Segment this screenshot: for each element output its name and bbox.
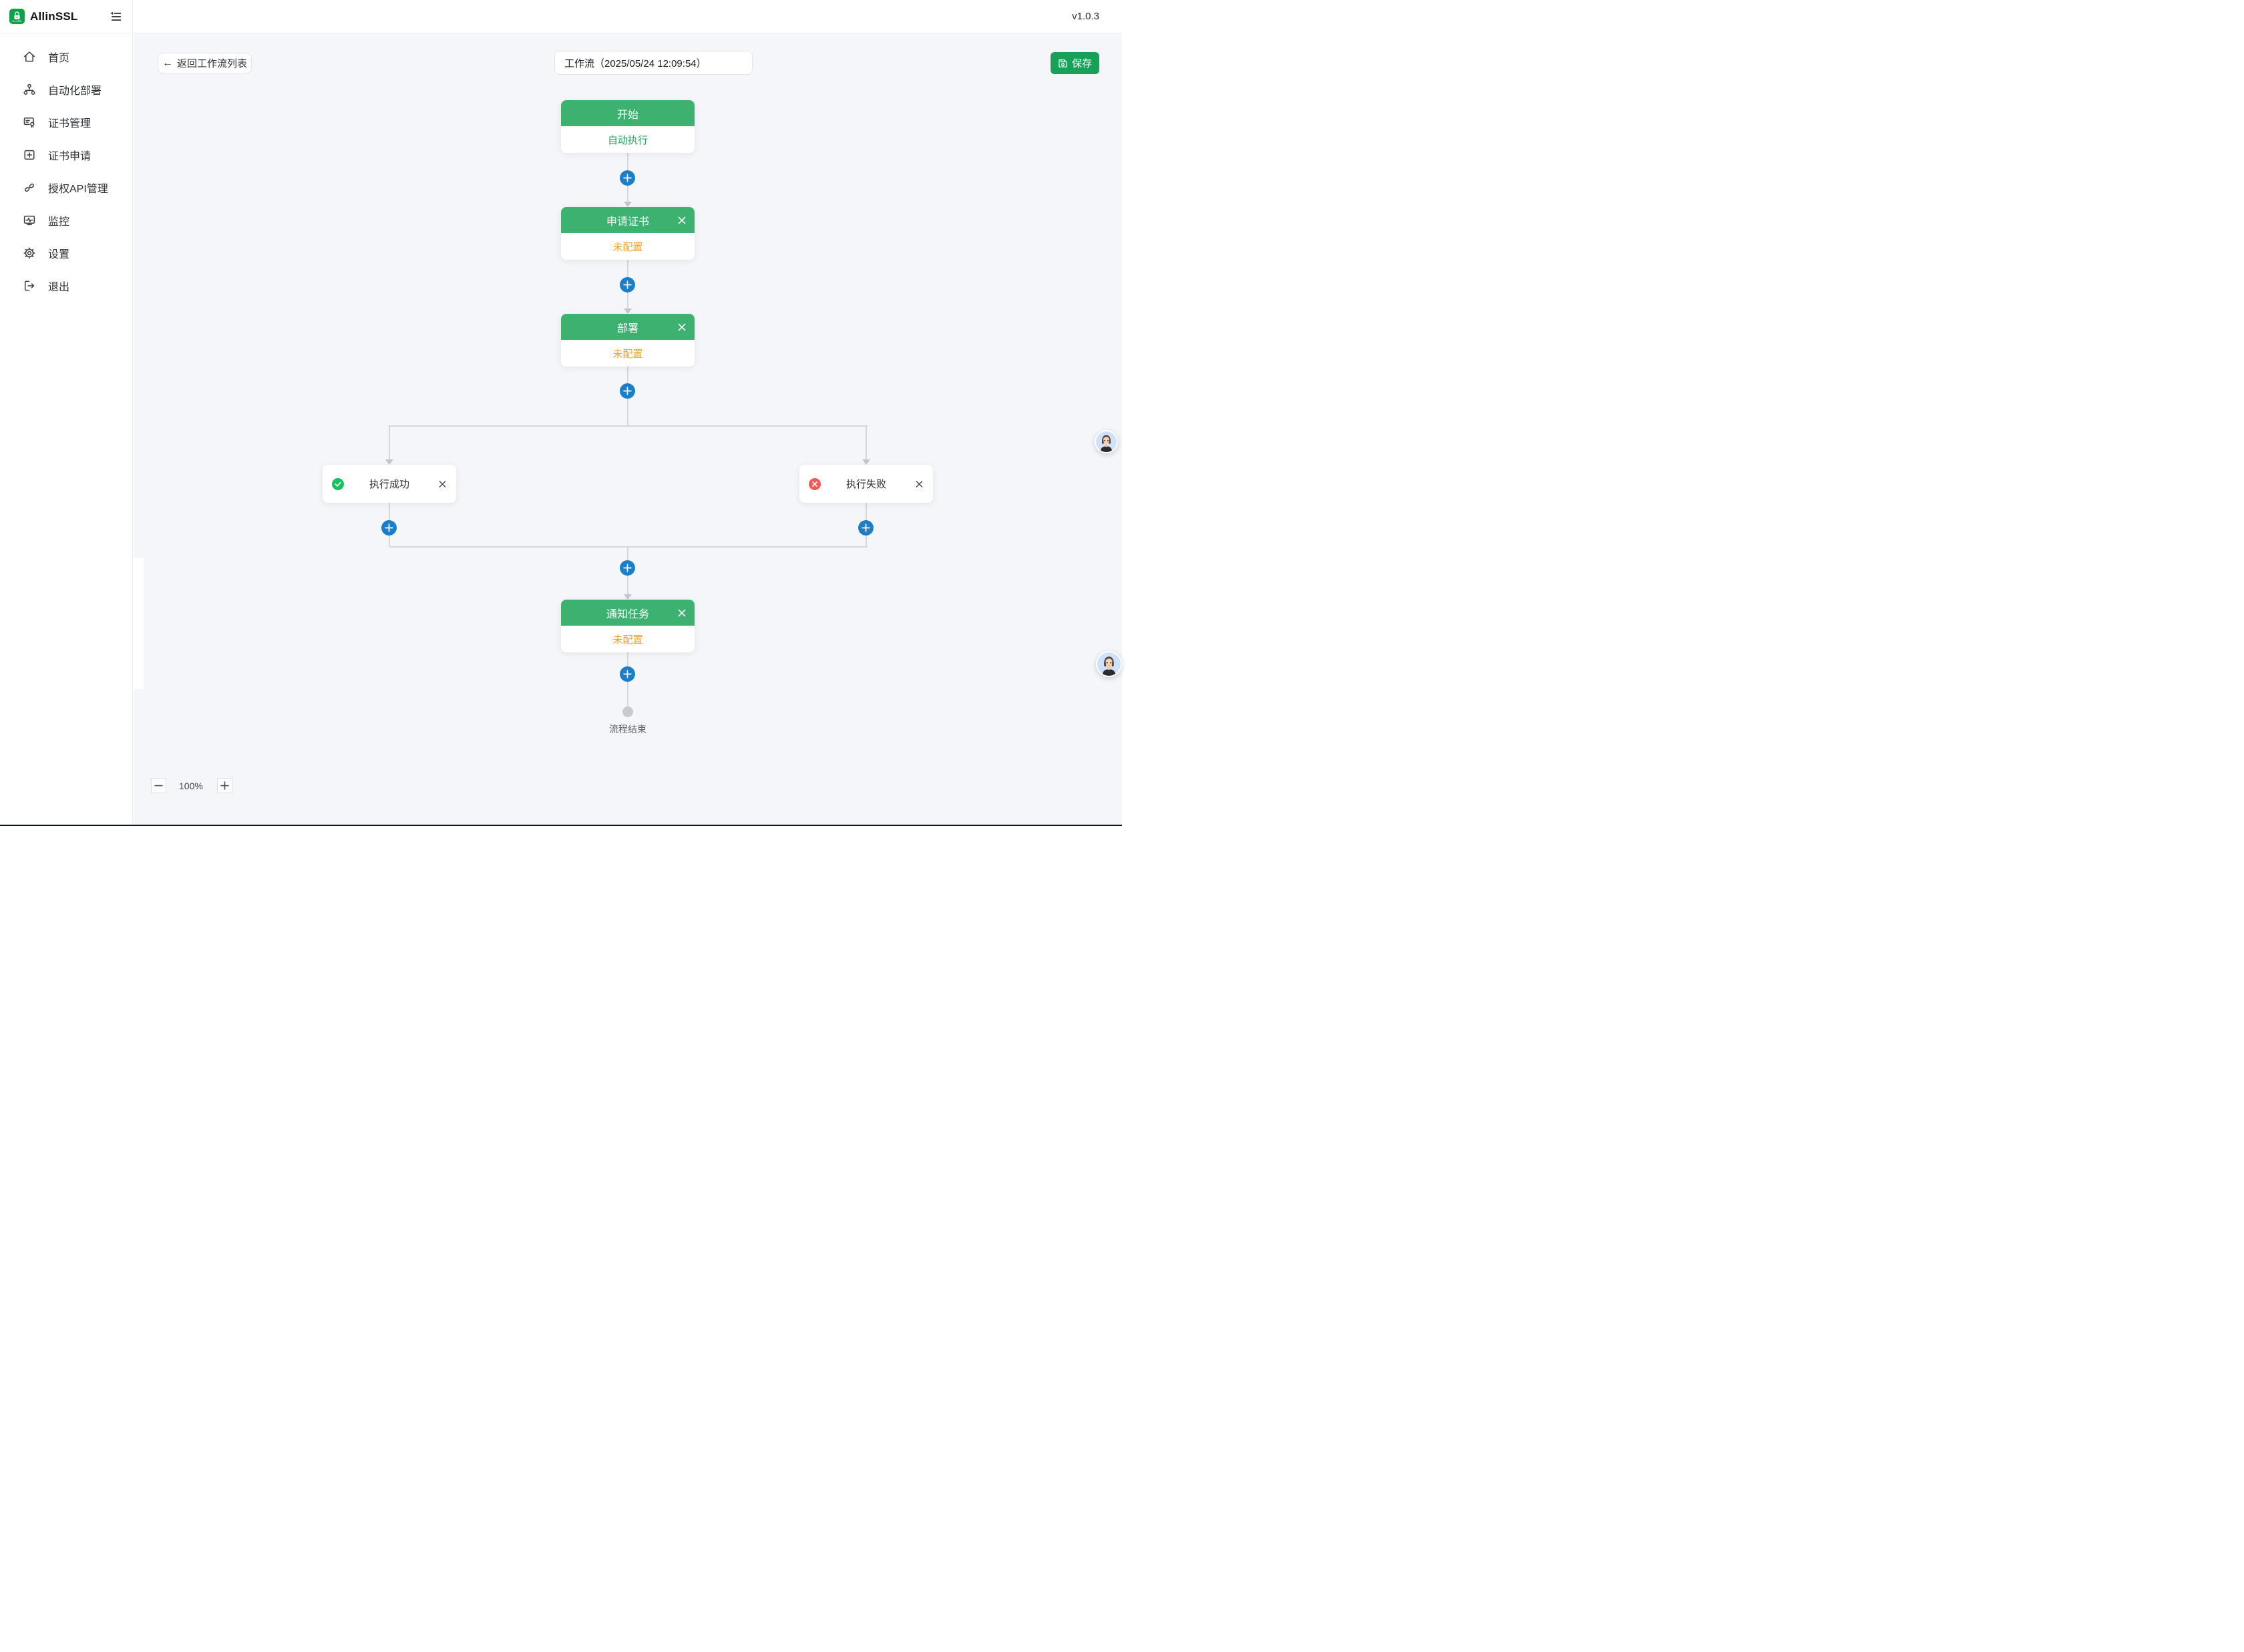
close-icon[interactable]: [677, 216, 687, 225]
flow-end-dot: [622, 706, 633, 717]
connector-line: [389, 425, 390, 459]
sidebar: ALLinSSL AllinSSL 首页: [0, 0, 133, 826]
branch-fail-label: 执行失败: [846, 479, 886, 490]
connector-arrow: [624, 594, 632, 600]
canvas-scrollbar[interactable]: [133, 558, 144, 689]
sidebar-item-home[interactable]: 首页: [0, 42, 132, 71]
flow-end-label: 流程结束: [609, 724, 646, 735]
notify-node[interactable]: 通知任务 未配置: [561, 600, 695, 652]
deploy-node[interactable]: 部署 未配置: [561, 314, 695, 367]
workflow-title-input[interactable]: [554, 51, 753, 75]
add-node-button[interactable]: [620, 383, 635, 399]
sidebar-item-label: 首页: [48, 53, 70, 64]
start-node[interactable]: 开始 自动执行: [561, 100, 695, 153]
zoom-level-label: 100%: [179, 781, 203, 791]
notify-node-title: 通知任务: [606, 608, 649, 620]
settings-icon: [23, 246, 36, 260]
deploy-node-body[interactable]: 未配置: [612, 348, 643, 360]
apply-cert-node[interactable]: 申请证书 未配置: [561, 207, 695, 260]
sidebar-item-label: 自动化部署: [48, 85, 102, 97]
add-node-button[interactable]: [620, 560, 635, 576]
brand-title: AllinSSL: [30, 9, 78, 23]
branch-split-line: [389, 425, 868, 427]
sidebar-item-label: 监控: [48, 216, 70, 228]
support-avatar[interactable]: [1095, 430, 1118, 453]
certificate-icon: [23, 116, 36, 129]
fail-x-icon: [809, 477, 821, 490]
sidebar-item-cert-manage[interactable]: 证书管理: [0, 108, 132, 137]
back-to-workflow-list-button[interactable]: ← 返回工作流列表: [158, 53, 252, 73]
home-icon: [23, 50, 36, 63]
zoom-in-button[interactable]: [217, 778, 232, 793]
close-icon[interactable]: [677, 323, 687, 332]
api-auth-icon: [23, 181, 36, 194]
branch-merge-line: [389, 546, 868, 548]
start-node-title: 开始: [616, 109, 638, 121]
svg-text:ALLinSSL: ALLinSSL: [12, 19, 22, 22]
app-version: v1.0.3: [1072, 11, 1099, 22]
add-node-button[interactable]: [381, 520, 397, 536]
close-icon[interactable]: [438, 479, 447, 488]
sidebar-item-label: 退出: [48, 282, 70, 293]
branch-fail-node[interactable]: 执行失败: [799, 465, 933, 503]
window-bottom-edge: [0, 825, 1122, 826]
connector-arrow: [862, 459, 870, 465]
monitor-icon: [23, 214, 36, 227]
add-node-button[interactable]: [620, 277, 635, 292]
workflow-canvas[interactable]: ← 返回工作流列表 保存: [134, 33, 1122, 826]
zoom-out-button[interactable]: [151, 778, 166, 793]
deploy-icon: [23, 83, 36, 96]
deploy-node-header: 部署: [561, 314, 695, 340]
connector-arrow: [385, 459, 393, 465]
sidebar-item-logout[interactable]: 退出: [0, 271, 132, 300]
start-node-body[interactable]: 自动执行: [607, 134, 648, 146]
logo-row: ALLinSSL AllinSSL: [0, 0, 132, 33]
sidebar-item-api-auth[interactable]: 授权API管理: [0, 173, 132, 202]
close-icon[interactable]: [915, 479, 924, 488]
sidebar-item-cert-apply[interactable]: 证书申请: [0, 140, 132, 170]
apply-cert-icon: [23, 148, 36, 162]
save-button[interactable]: 保存: [1051, 52, 1099, 74]
back-arrow-icon: ←: [162, 57, 173, 69]
sidebar-collapse-icon[interactable]: [109, 10, 122, 23]
success-check-icon: [332, 477, 344, 490]
back-button-label: 返回工作流列表: [176, 58, 247, 69]
sidebar-item-settings[interactable]: 设置: [0, 238, 132, 268]
allinssl-logo-icon: ALLinSSL: [9, 9, 25, 24]
sidebar-item-label: 设置: [48, 249, 70, 260]
add-node-button[interactable]: [620, 170, 635, 186]
sidebar-item-monitor[interactable]: 监控: [0, 206, 132, 235]
save-icon: [1059, 59, 1067, 67]
notify-node-body[interactable]: 未配置: [612, 634, 643, 646]
add-node-button[interactable]: [858, 520, 874, 536]
sidebar-item-label: 授权API管理: [48, 184, 108, 195]
sidebar-item-label: 证书管理: [48, 118, 91, 130]
connector-arrow: [624, 202, 632, 207]
top-header: v1.0.3: [133, 0, 1122, 33]
branch-success-node[interactable]: 执行成功: [323, 465, 456, 503]
deploy-node-title: 部署: [616, 323, 638, 335]
sidebar-item-label: 证书申请: [48, 151, 91, 162]
branch-success-label: 执行成功: [369, 479, 409, 490]
start-node-header: 开始: [561, 100, 695, 126]
connector-arrow: [624, 308, 632, 314]
close-icon[interactable]: [677, 608, 687, 618]
logout-icon: [23, 279, 36, 292]
sidebar-item-deploy[interactable]: 自动化部署: [0, 75, 132, 104]
apply-cert-node-header: 申请证书: [561, 207, 695, 233]
save-button-label: 保存: [1071, 58, 1092, 69]
apply-cert-node-title: 申请证书: [606, 216, 649, 228]
support-avatar[interactable]: [1096, 651, 1122, 677]
sidebar-nav: 首页 自动化部署 证书管理: [0, 33, 132, 300]
add-node-button[interactable]: [620, 666, 635, 682]
notify-node-header: 通知任务: [561, 600, 695, 626]
connector-line: [866, 425, 867, 459]
apply-cert-node-body[interactable]: 未配置: [612, 241, 643, 253]
